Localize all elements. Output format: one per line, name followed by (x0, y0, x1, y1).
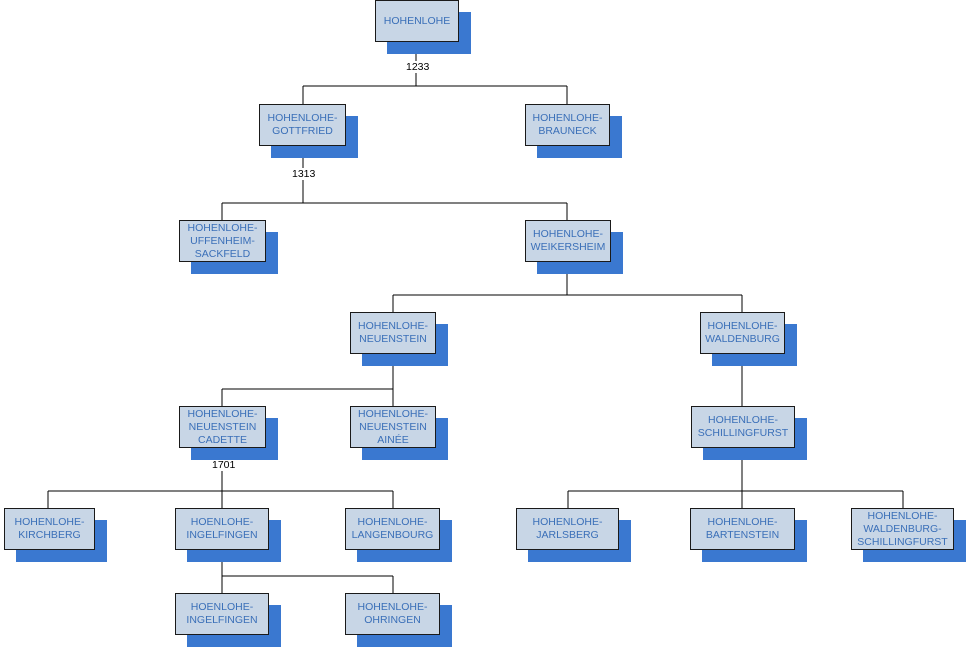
node-label: HOENLOHE- INGELFINGEN (175, 508, 269, 550)
node-label: HOHENLOHE- JARLSBERG (516, 508, 619, 550)
node-label: HOHENLOHE- UFFENHEIM- SACKFELD (179, 220, 266, 262)
node-label: HOHENLOHE- WEIKERSHEIM (525, 220, 611, 262)
node-label: HOHENLOHE- NEUENSTEIN (350, 312, 436, 354)
node-label: HOHENLOHE- SCHILLINGFURST (691, 406, 795, 448)
node-label: HOHENLOHE- BARTENSTEIN (690, 508, 795, 550)
node-label: HOHENLOHE- WALDENBURG (700, 312, 785, 354)
node-label: HOHENLOHE- GOTTFRIED (259, 104, 346, 146)
node-label: HOHENLOHE- NEUENSTEIN AINÉE (350, 406, 436, 448)
node-label: HOHENLOHE- WALDENBURG- SCHILLINGFURST (851, 508, 954, 550)
node-label: HOHENLOHE- BRAUNECK (525, 104, 610, 146)
node-label: HOHENLOHE- OHRINGEN (345, 593, 440, 635)
node-label: HOHENLOHE- NEUENSTEIN CADETTE (179, 406, 266, 448)
year-label-1701: 1701 (211, 459, 237, 471)
node-label: HOENLOHE- INGELFINGEN (175, 593, 269, 635)
node-label: HOHENLOHE (375, 0, 459, 42)
year-label-1233: 1233 (405, 61, 431, 73)
year-label-1313: 1313 (291, 168, 317, 180)
node-label: HOHENLOHE- LANGENBOURG (345, 508, 440, 550)
node-label: HOHENLOHE- KIRCHBERG (4, 508, 95, 550)
